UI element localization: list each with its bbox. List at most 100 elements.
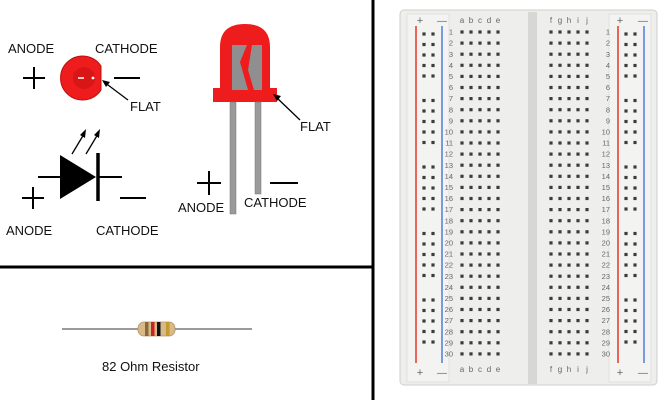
hole-g9 — [558, 119, 562, 123]
hole-a6 — [460, 85, 464, 90]
row-number-right-24: 24 — [602, 283, 610, 292]
rail-hole-left-a7 — [422, 109, 426, 113]
hole-h5 — [567, 74, 571, 78]
hole-d11 — [487, 141, 491, 145]
hole-i5 — [576, 74, 580, 78]
row-number-left-6: 6 — [449, 83, 453, 92]
hole-d10 — [487, 130, 491, 134]
rail-hole-left-b2 — [431, 42, 435, 47]
hole-c19 — [478, 230, 482, 234]
hole-c11 — [478, 141, 482, 145]
rail-hole-right-b18 — [633, 252, 637, 257]
hole-c21 — [478, 252, 482, 256]
hole-d25 — [487, 296, 491, 300]
light-arrows — [71, 129, 100, 155]
hole-d15 — [487, 185, 491, 189]
col-label-bottom-a: a — [460, 365, 465, 374]
hole-i18 — [576, 219, 580, 223]
hole-j30 — [585, 352, 589, 356]
hole-a28 — [460, 330, 464, 334]
hole-b13 — [469, 163, 473, 167]
hole-i21 — [576, 252, 580, 256]
hole-f9 — [549, 119, 553, 123]
hole-i16 — [576, 196, 580, 201]
hole-i23 — [576, 274, 580, 278]
rail-hole-left-b19 — [431, 263, 435, 267]
hole-b28 — [469, 330, 473, 334]
hole-h14 — [567, 174, 571, 178]
rail-hole-right-a24 — [624, 329, 628, 334]
rail-hole-right-b8 — [633, 119, 637, 124]
hole-e12 — [496, 152, 500, 156]
hole-b29 — [469, 341, 473, 345]
hole-j6 — [585, 85, 589, 90]
hole-c1 — [478, 30, 482, 34]
hole-d30 — [487, 352, 491, 356]
hole-a7 — [460, 97, 464, 101]
hole-h16 — [567, 196, 571, 201]
hole-c22 — [478, 263, 482, 267]
rail-hole-right-a10 — [624, 140, 628, 145]
hole-j1 — [585, 30, 589, 34]
row-number-left-3: 3 — [449, 50, 453, 59]
hole-d16 — [487, 196, 491, 201]
hole-j22 — [585, 263, 589, 267]
hole-g19 — [558, 230, 562, 234]
resistor-band-4 — [166, 322, 170, 336]
rail-hole-left-b9 — [431, 130, 435, 134]
row-number-left-18: 18 — [445, 216, 453, 225]
resistor-band-3 — [157, 322, 161, 336]
rail-hole-right-b7 — [633, 109, 637, 113]
col-label-bottom-h: h — [567, 365, 571, 374]
rail-hole-left-b5 — [431, 74, 435, 78]
hole-f16 — [549, 196, 553, 201]
hole-e14 — [496, 174, 500, 178]
rail-hole-left-b15 — [431, 207, 435, 211]
row-number-left-14: 14 — [445, 172, 453, 181]
hole-d23 — [487, 274, 491, 278]
rail-hole-left-a5 — [422, 74, 426, 78]
hole-i17 — [576, 208, 580, 212]
rail-hole-left-a21 — [422, 298, 426, 302]
hole-j24 — [585, 285, 589, 289]
rail-hole-right-a11 — [624, 165, 628, 169]
rail-hole-right-a7 — [624, 109, 628, 113]
hole-e1 — [496, 30, 500, 34]
hole-f29 — [549, 341, 553, 345]
hole-e10 — [496, 130, 500, 134]
hole-i10 — [576, 130, 580, 134]
rail-hole-right-b4 — [633, 63, 637, 68]
hole-h15 — [567, 185, 571, 189]
hole-c3 — [478, 52, 482, 56]
hole-e2 — [496, 41, 500, 45]
hole-d5 — [487, 74, 491, 78]
hole-h11 — [567, 141, 571, 145]
row-number-right-23: 23 — [602, 272, 610, 281]
row-number-left-26: 26 — [445, 305, 453, 314]
schematic-plus-sign — [22, 187, 44, 209]
hole-f15 — [549, 185, 553, 189]
row-number-right-28: 28 — [602, 327, 610, 336]
rail-minus-top-left: — — [437, 16, 447, 27]
hole-h7 — [567, 97, 571, 101]
side-anode-label: ANODE — [178, 200, 225, 215]
hole-g30 — [558, 352, 562, 356]
hole-e4 — [496, 63, 500, 67]
hole-b3 — [469, 52, 473, 56]
led-anvil — [232, 45, 248, 90]
hole-g6 — [558, 85, 562, 90]
hole-h10 — [567, 130, 571, 134]
rail-hole-left-a19 — [422, 263, 426, 267]
hole-f23 — [549, 274, 553, 278]
row-number-right-11: 11 — [602, 139, 610, 148]
hole-i12 — [576, 152, 580, 156]
rail-hole-left-a2 — [422, 42, 426, 47]
rail-hole-left-a18 — [422, 252, 426, 257]
rail-hole-right-a14 — [624, 196, 628, 201]
hole-d27 — [487, 319, 491, 323]
rail-hole-right-a4 — [624, 63, 628, 68]
hole-c2 — [478, 41, 482, 45]
row-number-right-12: 12 — [602, 150, 610, 159]
hole-c24 — [478, 285, 482, 289]
hole-j23 — [585, 274, 589, 278]
